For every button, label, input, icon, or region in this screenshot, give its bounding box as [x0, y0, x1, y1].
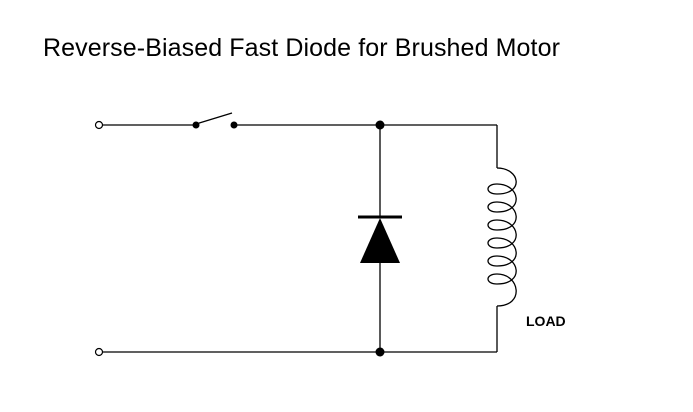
top-junction-node: [375, 120, 385, 130]
load-label: LOAD: [526, 313, 566, 329]
switch-icon: [192, 112, 238, 129]
bottom-junction-node: [375, 347, 385, 357]
bottom-input-terminal: [94, 347, 104, 357]
top-input-terminal: [94, 120, 104, 130]
diode-icon: [358, 215, 402, 263]
inductor-coil-icon: [487, 167, 517, 307]
diagram-title: Reverse-Biased Fast Diode for Brushed Mo…: [43, 34, 561, 62]
